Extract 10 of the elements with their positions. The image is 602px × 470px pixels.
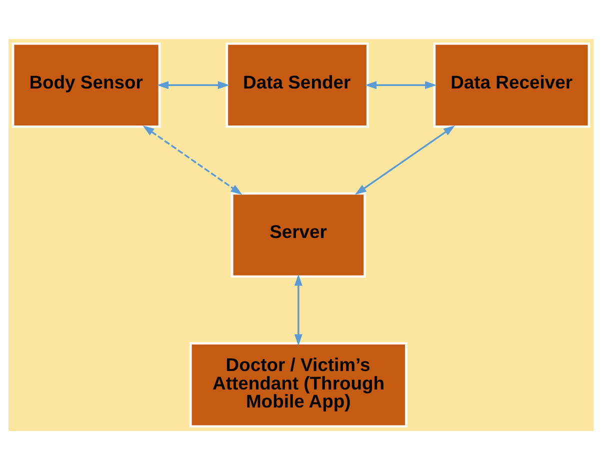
arrow bbox=[354, 126, 455, 195]
node-box: Body Sensor bbox=[12, 42, 161, 128]
node-box: Data Receiver bbox=[433, 42, 590, 128]
node-box: Server bbox=[230, 192, 366, 278]
node-box: Data Sender bbox=[226, 42, 369, 128]
arrow bbox=[157, 81, 230, 90]
arrow bbox=[365, 81, 437, 90]
arrow bbox=[142, 126, 242, 195]
node-box: Doctor / Victim’s Attendant (Through Mobile App) bbox=[189, 342, 408, 428]
arrow bbox=[294, 274, 302, 346]
